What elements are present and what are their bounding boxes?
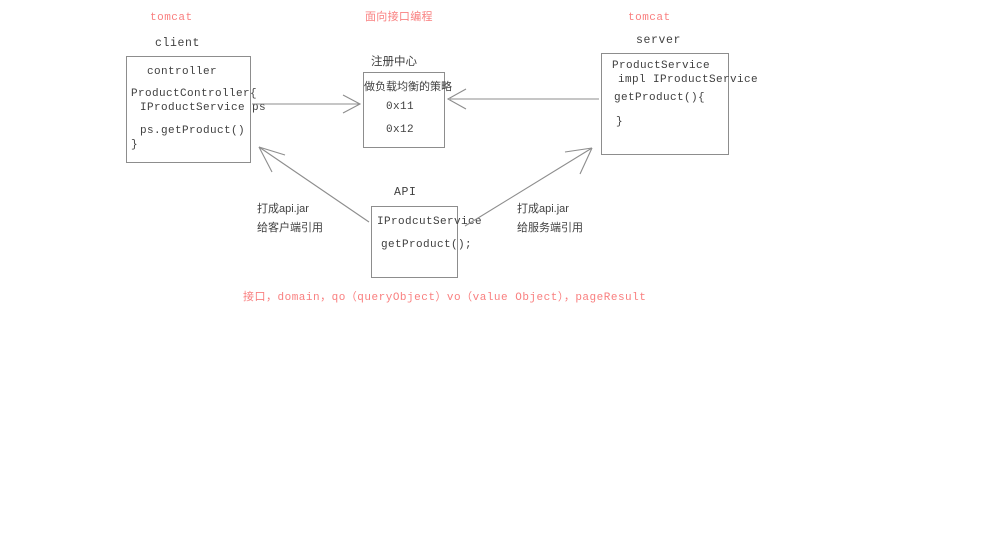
registry-box-strategy: 做负载均衡的策略	[364, 81, 452, 93]
client-box-line-class: ProductController{	[131, 88, 258, 100]
client-box-line-call: ps.getProduct()	[140, 125, 246, 137]
server-box-line-method: getProduct(){	[614, 92, 706, 104]
server-box-line-impl: impl IProductService	[618, 74, 759, 86]
arrow-client-to-registry	[252, 94, 362, 114]
server-box[interactable]: ProductService impl IProductService getP…	[601, 53, 758, 155]
note-server-jar-line2: 给服务端引用	[517, 222, 583, 234]
footer-note: 接口，domain，qo（queryObject）vo（value Object…	[243, 292, 647, 304]
registry-box-entry-1: 0x12	[386, 124, 415, 136]
server-box-line-class: ProductService	[612, 60, 711, 72]
caption-server: server	[636, 34, 682, 47]
arrow-server-to-registry	[446, 88, 599, 110]
caption-api: API	[394, 186, 417, 199]
tomcat-label-client: tomcat	[150, 12, 193, 24]
api-box[interactable]: IProdcutService getProduct();	[371, 206, 482, 278]
api-box-line-method: getProduct();	[381, 239, 473, 251]
diagram-title: 面向接口编程	[365, 11, 433, 23]
client-box-line-field: IProductService ps	[140, 102, 267, 114]
note-client-jar: 打成api.jar 给客户端引用	[257, 200, 323, 238]
note-server-jar: 打成api.jar 给服务端引用	[517, 200, 583, 238]
note-client-jar-line2: 给客户端引用	[257, 222, 323, 234]
api-box-line-interface: IProdcutService	[377, 216, 483, 228]
client-box[interactable]: controller ProductController{ IProductSe…	[126, 56, 266, 163]
caption-client: client	[155, 37, 201, 50]
server-box-line-close: }	[616, 116, 624, 128]
registry-box[interactable]: 做负载均衡的策略 0x11 0x12	[363, 72, 452, 148]
client-box-line-close: }	[131, 139, 139, 151]
note-client-jar-line1: 打成api.jar	[257, 203, 309, 215]
note-server-jar-line1: 打成api.jar	[517, 203, 569, 215]
registry-box-entry-0: 0x11	[386, 101, 415, 113]
client-box-line-controller: controller	[147, 66, 218, 78]
tomcat-label-server: tomcat	[628, 12, 671, 24]
caption-registry: 注册中心	[371, 56, 417, 68]
